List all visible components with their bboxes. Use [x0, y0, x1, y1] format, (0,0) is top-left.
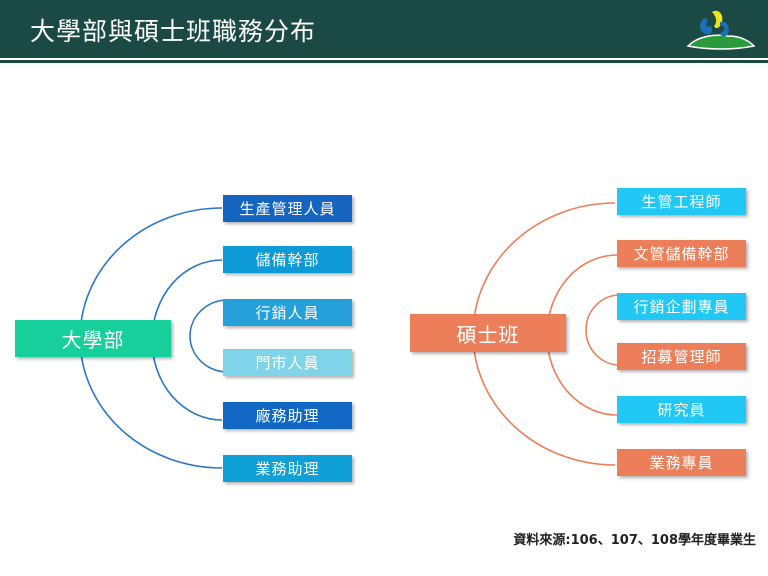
master-job-node: 行銷企劃專員 — [617, 293, 746, 320]
undergrad-job-node: 儲備幹部 — [223, 246, 352, 273]
undergrad-job-node: 生產管理人員 — [223, 195, 352, 222]
master-job-node: 業務專員 — [617, 449, 746, 476]
master-job-node: 招募管理師 — [617, 343, 746, 370]
master-job-node: 生管工程師 — [617, 188, 746, 215]
connector-arc — [189, 299, 229, 373]
header-divider — [0, 58, 768, 60]
master-job-node: 文管儲備幹部 — [617, 240, 746, 267]
undergrad-job-node: 行銷人員 — [223, 299, 352, 326]
master-node: 碩士班 — [410, 314, 566, 352]
undergrad-node: 大學部 — [15, 320, 171, 357]
connector-arc — [585, 294, 621, 366]
header-divider-dark — [0, 60, 768, 63]
page-title: 大學部與碩士班職務分布 — [30, 17, 317, 46]
logo-icon — [686, 10, 756, 50]
header-bar — [0, 0, 768, 58]
master-job-node: 研究員 — [617, 396, 746, 423]
undergrad-job-node: 廠務助理 — [223, 402, 352, 429]
data-source-note: 資料來源:106、107、108學年度畢業生 — [513, 533, 756, 548]
undergrad-job-node: 門市人員 — [223, 349, 352, 376]
undergrad-job-node: 業務助理 — [223, 455, 352, 482]
